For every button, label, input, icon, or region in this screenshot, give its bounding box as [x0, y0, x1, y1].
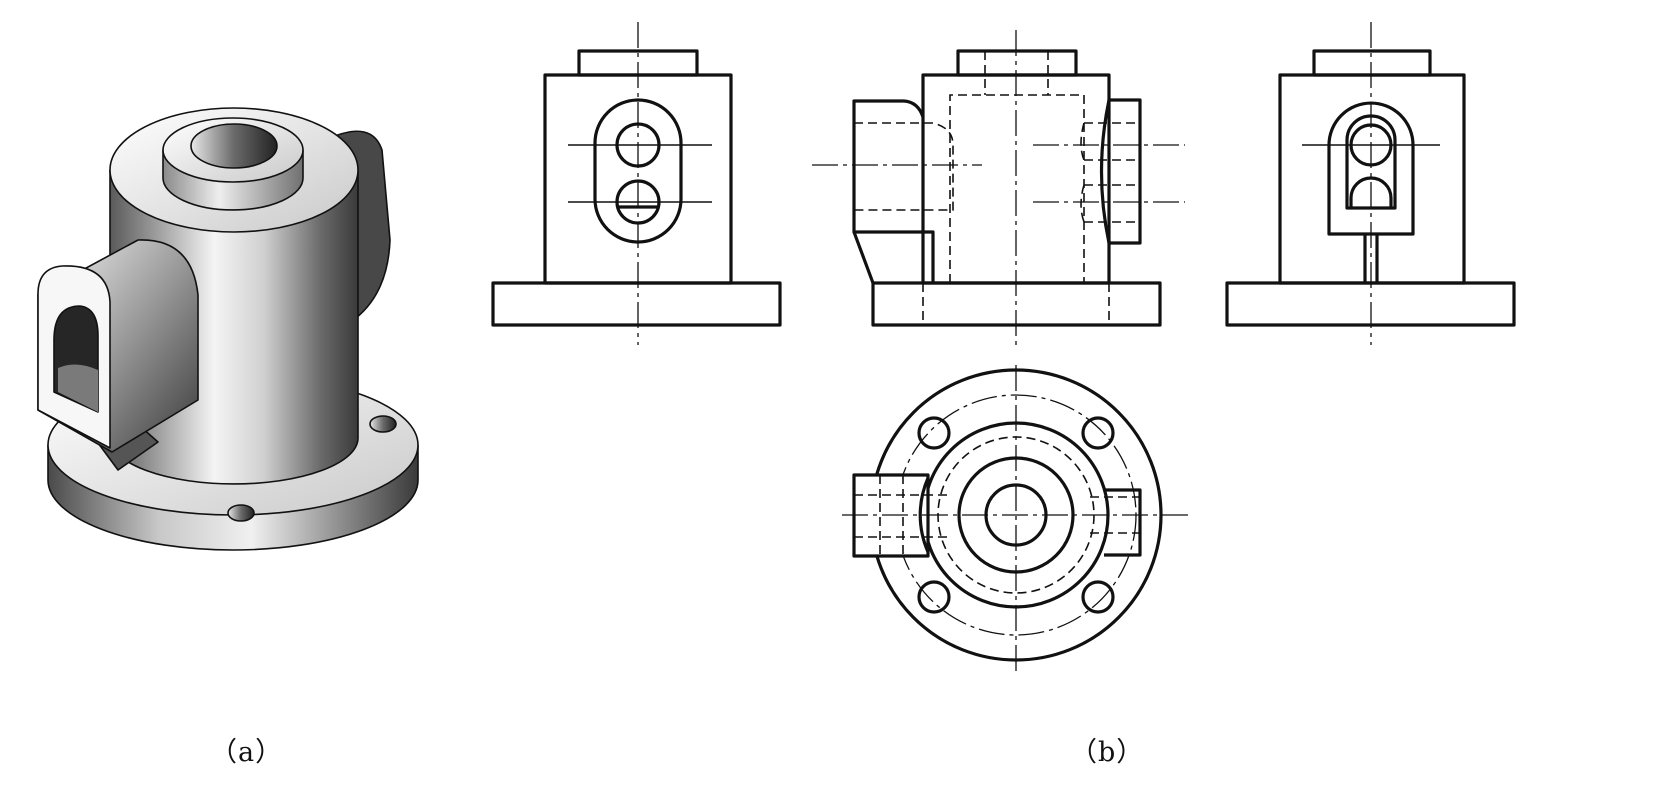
- right-view-arm-slot: [1345, 114, 1397, 210]
- top-view-bolt-hole-4: [1081, 580, 1115, 614]
- right-orthographic-view: [1225, 22, 1516, 345]
- iso-top-boss: [162, 117, 304, 211]
- right-view-top-boss: [1312, 49, 1432, 77]
- left-view-base-plate: [491, 281, 782, 327]
- iso-side-arm: [37, 239, 199, 453]
- iso-mount-hole-front: [227, 504, 255, 522]
- front-view-right-boss: [1109, 98, 1142, 245]
- isometric-view: [37, 107, 419, 551]
- top-view-bolt-hole-2: [1081, 416, 1115, 450]
- front-view-top-boss: [956, 49, 1078, 77]
- front-view-hidden-bore: [949, 94, 1085, 283]
- caption-isometric: （a）: [210, 737, 284, 768]
- iso-mount-hole-right: [369, 415, 397, 433]
- front-orthographic-view: [812, 30, 1185, 345]
- left-orthographic-view: [491, 22, 782, 345]
- top-view-bolt-hole-3: [917, 580, 951, 614]
- iso-bore-hole: [190, 123, 278, 169]
- caption-orthographic: （b）: [1070, 737, 1145, 768]
- top-view-bolt-hole-1: [917, 416, 951, 450]
- front-view-arm-rib: [852, 231, 875, 284]
- front-view-left-arm: [852, 99, 935, 283]
- top-orthographic-view: [842, 365, 1188, 672]
- front-view-hidden-arm-hole: [854, 122, 954, 211]
- right-view-arm-end: [1327, 101, 1415, 236]
- top-view-right-boss: [1104, 488, 1142, 557]
